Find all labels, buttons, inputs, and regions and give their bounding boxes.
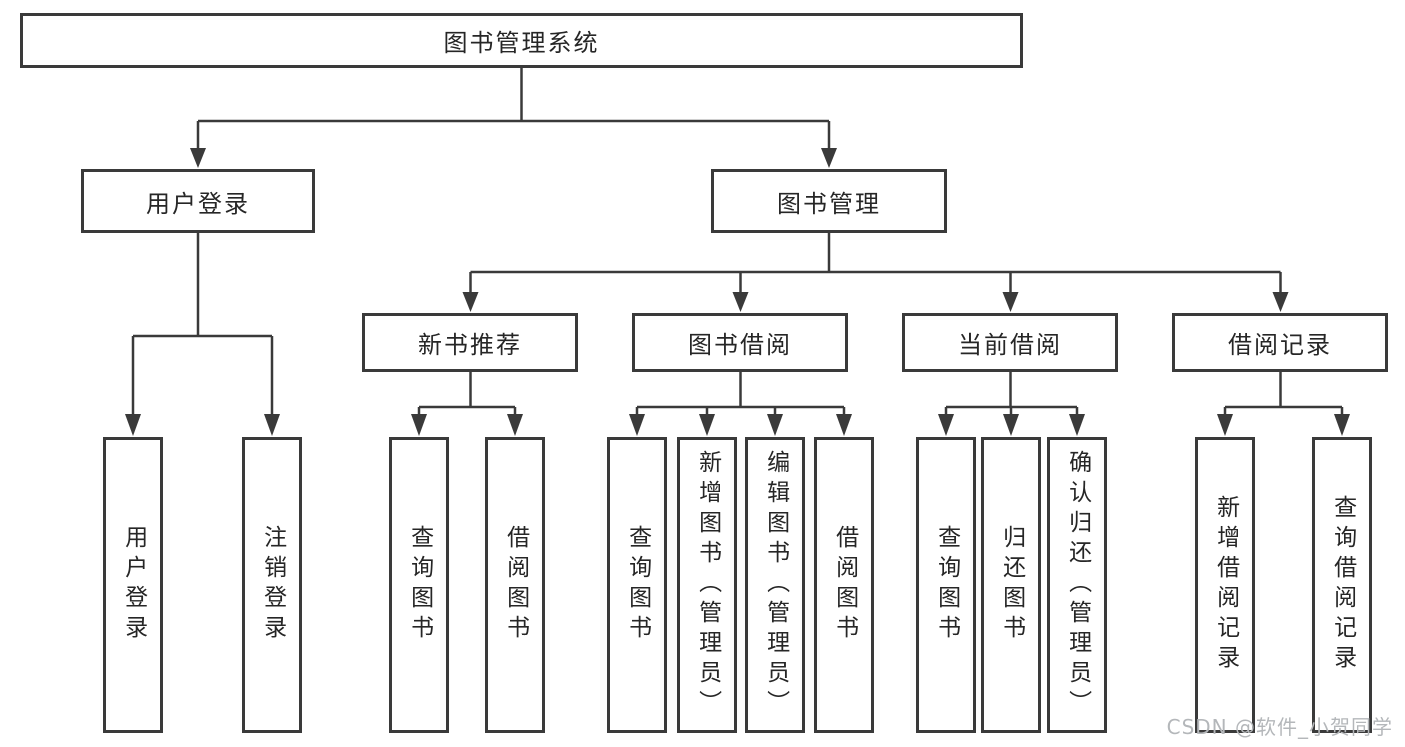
leaf-borrow-books-recommend: 借阅图书	[485, 437, 545, 733]
node-current-borrowing: 当前借阅	[902, 313, 1118, 372]
leaf-label: 查询借阅记录	[1329, 495, 1356, 675]
node-user-login: 用户登录	[81, 169, 315, 233]
leaf-label: 新增图书（管理员）	[694, 450, 721, 720]
leaf-label: 注销登录	[259, 525, 286, 645]
node-book-management: 图书管理	[711, 169, 947, 233]
leaf-query-books-borrowing: 查询图书	[607, 437, 667, 733]
leaf-label: 查询图书	[406, 525, 433, 645]
leaf-label: 编辑图书（管理员）	[762, 450, 789, 720]
leaf-label: 借阅图书	[502, 525, 529, 645]
leaf-label: 用户登录	[120, 525, 147, 645]
node-label: 图书借阅	[688, 331, 792, 359]
node-label: 用户登录	[146, 189, 250, 218]
leaf-label: 查询图书	[624, 525, 651, 645]
leaf-edit-book-admin: 编辑图书（管理员）	[745, 437, 805, 733]
leaf-label: 查询图书	[933, 525, 960, 645]
node-label: 新书推荐	[418, 331, 522, 359]
node-label: 图书管理	[777, 189, 881, 218]
leaf-return-books: 归还图书	[981, 437, 1041, 733]
leaf-borrow-books-borrowing: 借阅图书	[814, 437, 874, 733]
leaf-label: 新增借阅记录	[1212, 495, 1239, 675]
node-book-borrowing: 图书借阅	[632, 313, 848, 372]
leaf-user-login: 用户登录	[103, 437, 163, 733]
leaf-query-borrow-record: 查询借阅记录	[1312, 437, 1372, 733]
leaf-query-books-current: 查询图书	[916, 437, 976, 733]
csdn-watermark: CSDN @软件_小贺同学	[1166, 715, 1393, 739]
node-label: 图书管理系统	[443, 29, 600, 57]
node-borrowing-records: 借阅记录	[1172, 313, 1388, 372]
leaf-label: 借阅图书	[831, 525, 858, 645]
node-label: 借阅记录	[1228, 331, 1332, 359]
leaf-query-books-recommend: 查询图书	[389, 437, 449, 733]
node-label: 当前借阅	[958, 331, 1062, 359]
arrowheads	[125, 148, 1350, 436]
leaf-label: 确认归还（管理员）	[1064, 450, 1091, 720]
leaf-logout: 注销登录	[242, 437, 302, 733]
leaf-confirm-return-admin: 确认归还（管理员）	[1047, 437, 1107, 733]
leaf-add-book-admin: 新增图书（管理员）	[677, 437, 737, 733]
leaf-add-borrow-record: 新增借阅记录	[1195, 437, 1255, 733]
leaf-label: 归还图书	[998, 525, 1025, 645]
node-new-book-recommendation: 新书推荐	[362, 313, 578, 372]
node-library-management-system: 图书管理系统	[20, 13, 1023, 68]
